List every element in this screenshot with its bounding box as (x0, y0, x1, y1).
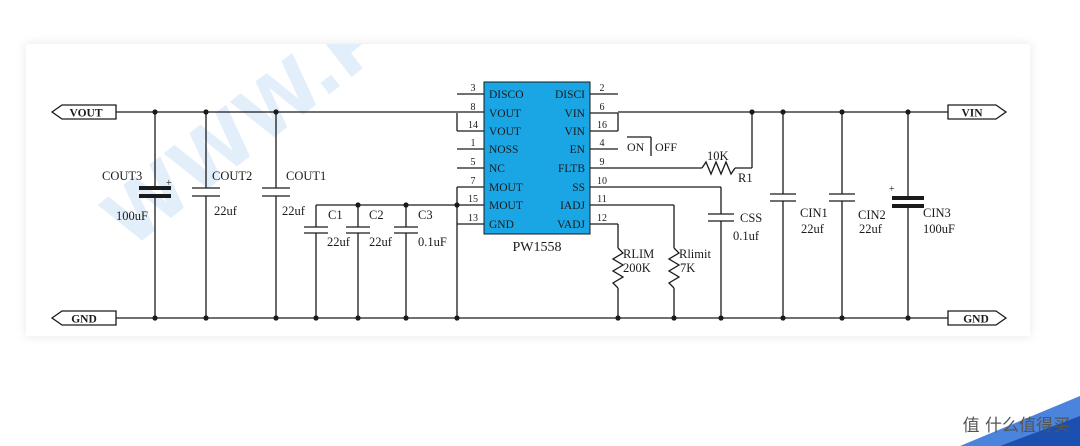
cin3-value: 100uF (923, 222, 955, 236)
pin-name: DISCI (555, 89, 585, 101)
cin3-plus: + (889, 184, 895, 195)
cin2-value: 22uf (859, 222, 883, 236)
pin-name: DISCO (489, 89, 524, 101)
css-value: 0.1uf (733, 229, 760, 243)
pin-number: 15 (468, 194, 478, 205)
corner-decoration (960, 396, 1080, 446)
ic-body (483, 81, 591, 235)
cout2-label: COUT2 (212, 169, 252, 183)
c1-value: 22uf (327, 235, 351, 249)
watermark-text: WWW.PW (86, 44, 467, 264)
vin-port-label: VIN (961, 108, 983, 120)
pin-number: 6 (600, 102, 605, 113)
switch-off-label: OFF (655, 140, 677, 154)
c3-value: 0.1uF (418, 235, 447, 249)
site-logo-text: 值 什么值得买 (962, 416, 1070, 436)
cout3-plus: + (166, 178, 172, 189)
pin-name: SS (572, 182, 585, 194)
pin-number: 16 (597, 120, 607, 131)
cin2-label: CIN2 (858, 208, 886, 222)
c2-label: C2 (369, 208, 384, 222)
cout2-value: 22uf (214, 204, 238, 218)
pin-number: 9 (600, 157, 605, 168)
c2-value: 22uf (369, 235, 393, 249)
pin-number: 10 (597, 176, 607, 187)
pin-name: GND (489, 219, 514, 231)
pin-number: 2 (600, 83, 605, 94)
pin-number: 3 (471, 83, 476, 94)
c1-label: C1 (328, 208, 343, 222)
pin-number: 14 (468, 120, 478, 131)
rlimit-label: Rlimit (679, 247, 711, 261)
r1-label: R1 (738, 171, 753, 185)
pin-number: 4 (600, 138, 605, 149)
c3-label: C3 (418, 208, 433, 222)
pin-number: 7 (471, 176, 476, 187)
r1-value: 10K (707, 149, 729, 163)
circuit-schematic: WWW.PW (50, 44, 1008, 326)
pin-number: 13 (468, 213, 478, 224)
pin-name: MOUT (489, 200, 523, 212)
cin1-value: 22uf (801, 222, 825, 236)
ic-name: PW1558 (513, 240, 562, 255)
pin-number: 8 (471, 102, 476, 113)
pin-name: NOSS (489, 144, 518, 156)
cout3-label: COUT3 (102, 169, 142, 183)
pin-number: 1 (471, 138, 476, 149)
switch-on-label: ON (627, 140, 645, 154)
pin-name: MOUT (489, 182, 523, 194)
pin-name: EN (570, 144, 586, 156)
pin-number: 5 (471, 157, 476, 168)
pin-name: NC (489, 163, 505, 175)
pin-name: VIN (565, 108, 586, 120)
pin-name: IADJ (560, 200, 585, 212)
pin-name: FLTB (558, 163, 585, 175)
cin3-label: CIN3 (923, 206, 951, 220)
pin-number: 12 (597, 213, 607, 224)
cin1-label: CIN1 (800, 206, 828, 220)
pin-name: VADJ (557, 219, 585, 231)
pin-name: VIN (565, 126, 586, 138)
ic-left-pins: 3DISCO8VOUT14VOUT1NOSS5NC7MOUT15MOUT13GN… (468, 83, 524, 231)
cout1-label: COUT1 (286, 169, 326, 183)
gnd-port-label-left: GND (71, 314, 97, 326)
watermark: WWW.PW (86, 44, 467, 264)
vout-port-label: VOUT (70, 108, 103, 120)
schematic-card: WWW.PW (26, 44, 1030, 336)
pin-number: 11 (597, 194, 607, 205)
gnd-port-label-right: GND (963, 314, 989, 326)
cout1-value: 22uf (282, 204, 306, 218)
rlim-value: 200K (623, 261, 651, 275)
cout3-value: 100uF (116, 209, 148, 223)
pin-name: VOUT (489, 108, 521, 120)
css-label: CSS (740, 211, 762, 225)
rlim-label: RLIM (623, 247, 654, 261)
pin-name: VOUT (489, 126, 521, 138)
rlimit-value: 7K (680, 261, 695, 275)
